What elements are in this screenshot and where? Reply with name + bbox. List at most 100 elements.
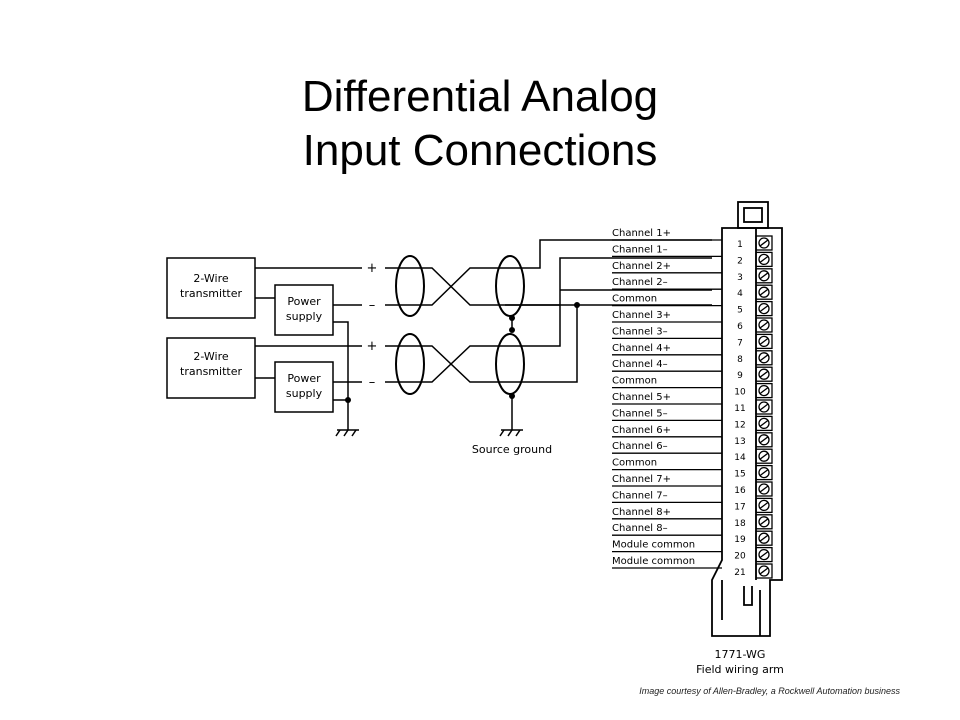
power-supply-1-line-2: supply bbox=[286, 310, 323, 323]
terminal-row: Channel 2– 4 bbox=[612, 277, 743, 299]
terminal-row: Channel 4+ 8 bbox=[612, 343, 743, 365]
terminal-label: Common bbox=[612, 376, 657, 387]
terminal-label: Channel 4+ bbox=[612, 343, 671, 354]
terminal-label: Channel 6– bbox=[612, 441, 668, 452]
page-title: Differential Analog Input Connections bbox=[0, 70, 960, 178]
plus-sign-1: + bbox=[367, 261, 378, 276]
terminal-number: 10 bbox=[734, 388, 746, 398]
terminal-label: Channel 5– bbox=[612, 408, 668, 419]
terminal-row: Channel 5– 12 bbox=[612, 408, 746, 430]
junction-dots bbox=[345, 302, 580, 403]
plus-sign-2: + bbox=[367, 339, 378, 354]
screw-terminals bbox=[755, 235, 773, 579]
title-line-1: Differential Analog bbox=[301, 72, 659, 121]
terminal-number: 3 bbox=[737, 273, 743, 283]
terminal-row: Channel 6– 14 bbox=[612, 441, 746, 463]
terminal-row: Channel 1– 2 bbox=[612, 244, 743, 266]
terminal-number: 13 bbox=[734, 437, 745, 447]
terminal-number: 8 bbox=[737, 355, 743, 365]
wiring-arm-name: Field wiring arm bbox=[696, 663, 784, 676]
screw-terminal bbox=[755, 333, 773, 350]
terminal-label: Channel 4– bbox=[612, 359, 668, 370]
terminal-number: 16 bbox=[734, 486, 746, 496]
terminal-label: Channel 2– bbox=[612, 277, 668, 288]
screw-terminal bbox=[755, 432, 773, 448]
terminal-row: Common 15 bbox=[612, 458, 746, 480]
terminal-number: 7 bbox=[737, 338, 743, 348]
terminal-label: Channel 5+ bbox=[612, 392, 671, 403]
screw-terminal bbox=[755, 497, 773, 514]
terminal-number: 6 bbox=[737, 322, 743, 332]
terminal-label: Module common bbox=[612, 540, 695, 551]
terminal-number: 5 bbox=[737, 306, 743, 316]
screw-terminal bbox=[755, 464, 773, 481]
terminal-label: Channel 3– bbox=[612, 326, 668, 337]
terminal-row: Channel 8– 19 bbox=[612, 523, 746, 545]
terminal-number: 15 bbox=[734, 470, 745, 480]
power-supply-2-line-1: Power bbox=[287, 372, 321, 385]
title-line-2: Input Connections bbox=[302, 126, 658, 175]
screw-terminal bbox=[755, 251, 773, 268]
screw-terminal bbox=[755, 530, 773, 546]
terminal-label: Channel 8– bbox=[612, 523, 668, 534]
screw-terminal bbox=[755, 563, 773, 579]
terminal-number: 21 bbox=[734, 568, 745, 578]
transmitter-1-line-2: transmitter bbox=[180, 287, 242, 300]
screw-terminal bbox=[755, 481, 773, 497]
terminal-number: 20 bbox=[734, 552, 746, 562]
terminal-label: Channel 6+ bbox=[612, 425, 671, 436]
terminal-label: Common bbox=[612, 458, 657, 469]
terminal-row: Channel 2+ 3 bbox=[612, 261, 743, 283]
minus-sign-1: – bbox=[369, 298, 376, 313]
screw-terminal bbox=[755, 448, 773, 464]
screw-terminal bbox=[755, 366, 773, 382]
ground-symbol-source bbox=[499, 429, 523, 437]
terminal-label: Module common bbox=[612, 556, 695, 567]
transmitter-1: 2-Wire transmitter bbox=[166, 257, 256, 319]
terminal-label: Channel 8+ bbox=[612, 507, 671, 518]
terminal-label: Channel 3+ bbox=[612, 310, 671, 321]
screw-terminal bbox=[755, 300, 773, 317]
ground-symbol-left bbox=[335, 429, 359, 437]
power-supply-1-line-1: Power bbox=[287, 295, 321, 308]
terminal-label: Common bbox=[612, 294, 657, 305]
transmitter-2-line-1: 2-Wire bbox=[193, 350, 228, 363]
terminal-row: Common 5 bbox=[612, 294, 743, 316]
terminal-row: Module common 20 bbox=[612, 540, 746, 562]
terminal-row: Common 10 bbox=[612, 376, 746, 398]
screw-terminal bbox=[755, 415, 773, 432]
power-supply-2-line-2: supply bbox=[286, 387, 323, 400]
screw-terminal bbox=[755, 268, 773, 284]
power-supply-1: Power supply bbox=[274, 284, 334, 336]
terminal-row: Channel 7– 17 bbox=[612, 490, 746, 512]
minus-sign-2: – bbox=[369, 375, 376, 390]
terminal-number: 19 bbox=[734, 535, 746, 545]
transmitter-2: 2-Wire transmitter bbox=[166, 337, 256, 399]
source-ground-label: Source ground bbox=[472, 443, 552, 456]
terminal-number: 12 bbox=[734, 420, 745, 430]
terminal-number: 1 bbox=[737, 240, 743, 250]
terminal-number: 17 bbox=[734, 502, 745, 512]
terminal-row: Channel 1+ 1 bbox=[612, 228, 743, 250]
screw-terminal bbox=[755, 317, 773, 333]
terminal-row: Channel 6+ 13 bbox=[612, 425, 746, 447]
terminal-number: 18 bbox=[734, 519, 746, 529]
terminal-label: Channel 7+ bbox=[612, 474, 671, 485]
screw-terminal bbox=[755, 382, 773, 399]
terminal-label: Channel 2+ bbox=[612, 261, 671, 272]
terminal-label: Channel 7– bbox=[612, 490, 668, 501]
terminal-number: 14 bbox=[734, 453, 746, 463]
screw-terminal bbox=[755, 514, 773, 530]
terminal-row: Channel 4–9 bbox=[612, 359, 743, 381]
terminal-label: Channel 1– bbox=[612, 244, 668, 255]
terminal-number: 4 bbox=[737, 289, 743, 299]
screw-terminal bbox=[755, 235, 773, 251]
wiring-arm-model: 1771-WG bbox=[715, 648, 766, 661]
terminal-label: Channel 1+ bbox=[612, 228, 671, 239]
screw-terminal bbox=[755, 284, 773, 300]
terminal-row: Channel 7+ 16 bbox=[612, 474, 746, 496]
field-wiring bbox=[255, 239, 712, 430]
screw-terminal bbox=[755, 399, 773, 415]
terminal-number: 2 bbox=[737, 256, 743, 266]
